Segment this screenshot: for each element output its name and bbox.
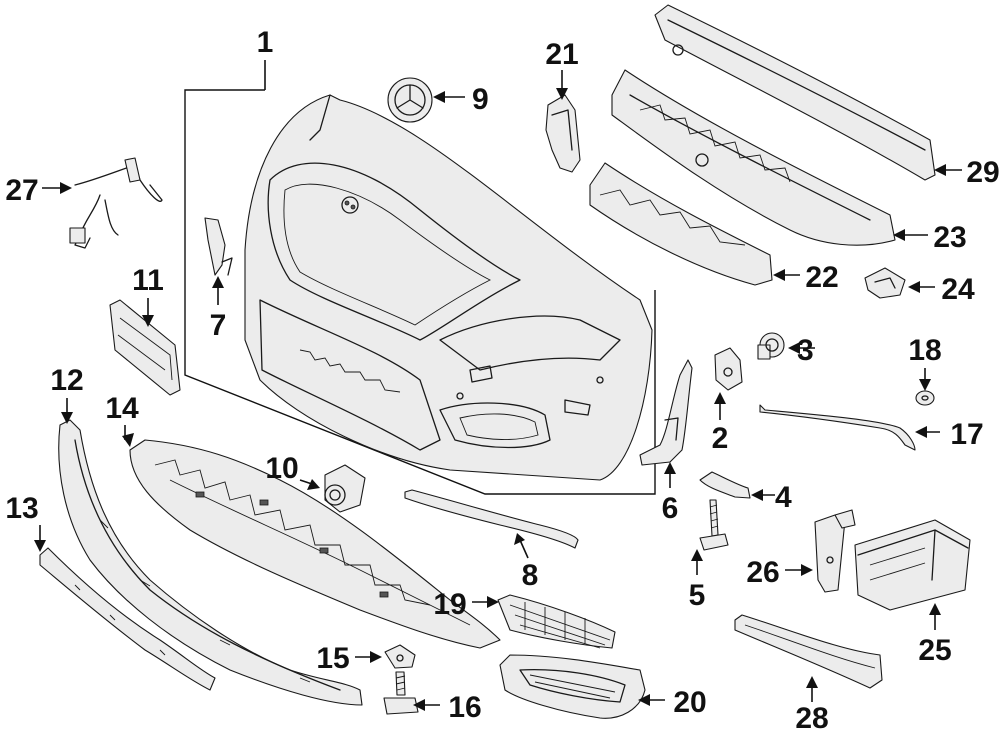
lower-grille[interactable] [497, 594, 616, 649]
callout-27: 27 [5, 174, 38, 207]
callout-23: 23 [933, 221, 966, 254]
callout-11: 11 [132, 264, 164, 297]
upper-bracket[interactable] [545, 94, 581, 173]
callout-29: 29 [966, 156, 999, 189]
clip-nut[interactable] [714, 347, 743, 391]
callout-3: 3 [797, 334, 814, 367]
fog-lamp-bezel[interactable] [499, 654, 646, 719]
retainer-clip[interactable] [864, 267, 906, 299]
screw[interactable] [383, 671, 419, 715]
side-mount-bracket[interactable] [639, 359, 693, 466]
parking-sensor[interactable] [324, 464, 366, 513]
small-bracket[interactable] [699, 471, 751, 499]
callout-8: 8 [522, 559, 539, 592]
callout-2: 2 [712, 422, 729, 455]
callout-10: 10 [265, 452, 298, 485]
bottom-clip[interactable] [384, 644, 416, 669]
trim-strip[interactable] [759, 404, 916, 451]
front-spoiler[interactable] [58, 419, 363, 706]
mount-bracket[interactable] [814, 509, 856, 593]
callout-1: 1 [257, 26, 274, 59]
callout-15: 15 [316, 642, 349, 675]
callout-17: 17 [950, 418, 983, 451]
callout-25: 25 [918, 634, 951, 667]
callout-12: 12 [50, 364, 83, 397]
callout-13: 13 [5, 492, 38, 525]
impact-absorber[interactable] [611, 69, 896, 246]
callout-7: 7 [210, 309, 227, 342]
callout-22: 22 [805, 261, 838, 294]
lower-absorber[interactable] [589, 162, 773, 286]
callout-9: 9 [472, 83, 489, 116]
bumper-cover[interactable] [244, 94, 653, 481]
emblem[interactable] [387, 77, 433, 123]
wiring-harness-bracket[interactable] [69, 157, 163, 249]
callout-20: 20 [673, 686, 706, 719]
callout-26: 26 [746, 556, 779, 589]
impact-bar[interactable] [654, 4, 936, 181]
side-bracket[interactable] [204, 217, 233, 276]
callout-16: 16 [448, 691, 481, 724]
push-rivet[interactable] [757, 332, 785, 360]
callout-6: 6 [662, 492, 679, 525]
callout-4: 4 [775, 481, 792, 514]
module-bracket[interactable] [854, 519, 971, 611]
lower-shield[interactable] [129, 439, 501, 649]
callout-14: 14 [105, 392, 139, 425]
lower-trim[interactable] [734, 614, 883, 689]
bolt[interactable] [699, 499, 729, 551]
callout-18: 18 [908, 334, 941, 367]
callout-5: 5 [689, 579, 706, 612]
lower-spoiler-strip[interactable] [39, 547, 216, 691]
washer[interactable] [915, 390, 935, 406]
grille-molding[interactable] [404, 489, 579, 549]
callout-19: 19 [433, 588, 466, 621]
callout-28: 28 [795, 702, 828, 735]
callout-24: 24 [941, 273, 975, 306]
license-plate-bracket[interactable] [109, 299, 181, 396]
callout-21: 21 [545, 38, 578, 71]
